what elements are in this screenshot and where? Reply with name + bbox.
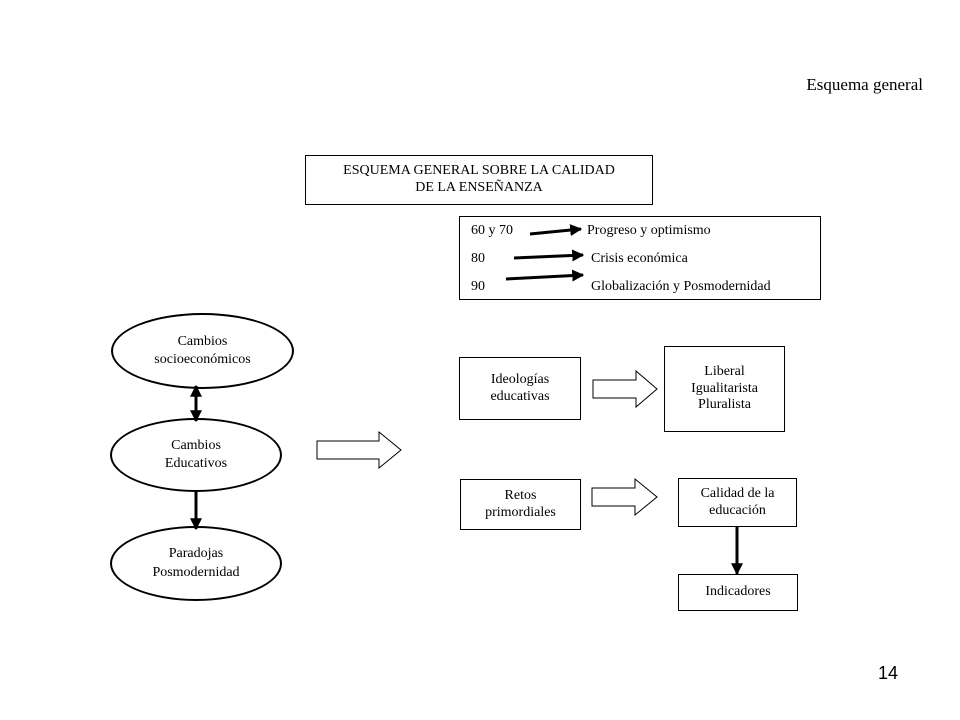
section-title: Esquema general [806,75,923,94]
main-title-line2: DE LA ENSEÑANZA [415,180,543,195]
ideology-type-egalitarian: Igualitarista [691,380,758,396]
oval-educational-changes: Cambios Educativos [110,418,282,492]
ideology-type-liberal: Liberal [704,363,745,379]
quality-line1: Calidad de la [700,485,775,501]
oval-paradoxes-line1: Paradojas [168,546,224,562]
page-number: 14 [877,663,898,683]
main-title-line1: ESQUEMA GENERAL SOBRE LA CALIDAD [343,163,615,179]
oval-socioeconomic-changes: Cambios socioeconómicos [111,313,294,389]
ideology-types-box: Liberal Igualitarista Pluralista [664,346,785,432]
challenges-box: Retos primordiales [460,479,581,530]
block-arrow-ideologies [592,369,658,409]
ideologies-line1: Ideologías [490,371,550,387]
main-title-box: ESQUEMA GENERAL SOBRE LA CALIDAD DE LA E… [305,155,653,205]
challenges-line2: primordiales [485,504,556,520]
ideologies-box: Ideologías educativas [459,357,581,420]
timeline-arrow-2 [513,249,585,262]
indicators-box: Indicadores [678,574,798,611]
timeline-description-2: Crisis económica [591,251,688,266]
challenges-line1: Retos [504,487,537,503]
oval-socioeconomic-line2: socioeconómicos [154,352,251,367]
oval-paradoxes-line2: Posmodernidad [152,564,240,580]
oval-educational-line1: Cambios [171,437,221,453]
timeline-description-1: Progreso y optimismo [587,223,711,238]
ideology-type-pluralist: Pluralista [698,397,751,413]
oval-socioeconomic-line1: Cambios [177,333,228,349]
indicators-label: Indicadores [705,584,771,600]
timeline-period-3: 90 [471,279,485,294]
timeline-arrow-1 [529,224,583,237]
block-arrow-challenges [591,477,658,517]
quality-box: Calidad de la educación [678,478,797,527]
oval-educational-line2: Educativos [164,456,228,471]
timeline-period-2: 80 [471,251,485,266]
timeline-period-1: 60 y 70 [471,223,513,238]
timeline-arrow-3 [505,269,585,282]
ideologies-line2: educativas [490,388,550,404]
timeline-box: 60 y 70 Progreso y optimismo 80 Crisis e… [459,216,821,300]
timeline-description-3: Globalización y Posmodernidad [591,279,771,294]
quality-line2: educación [709,502,766,518]
block-arrow-center [316,430,402,470]
